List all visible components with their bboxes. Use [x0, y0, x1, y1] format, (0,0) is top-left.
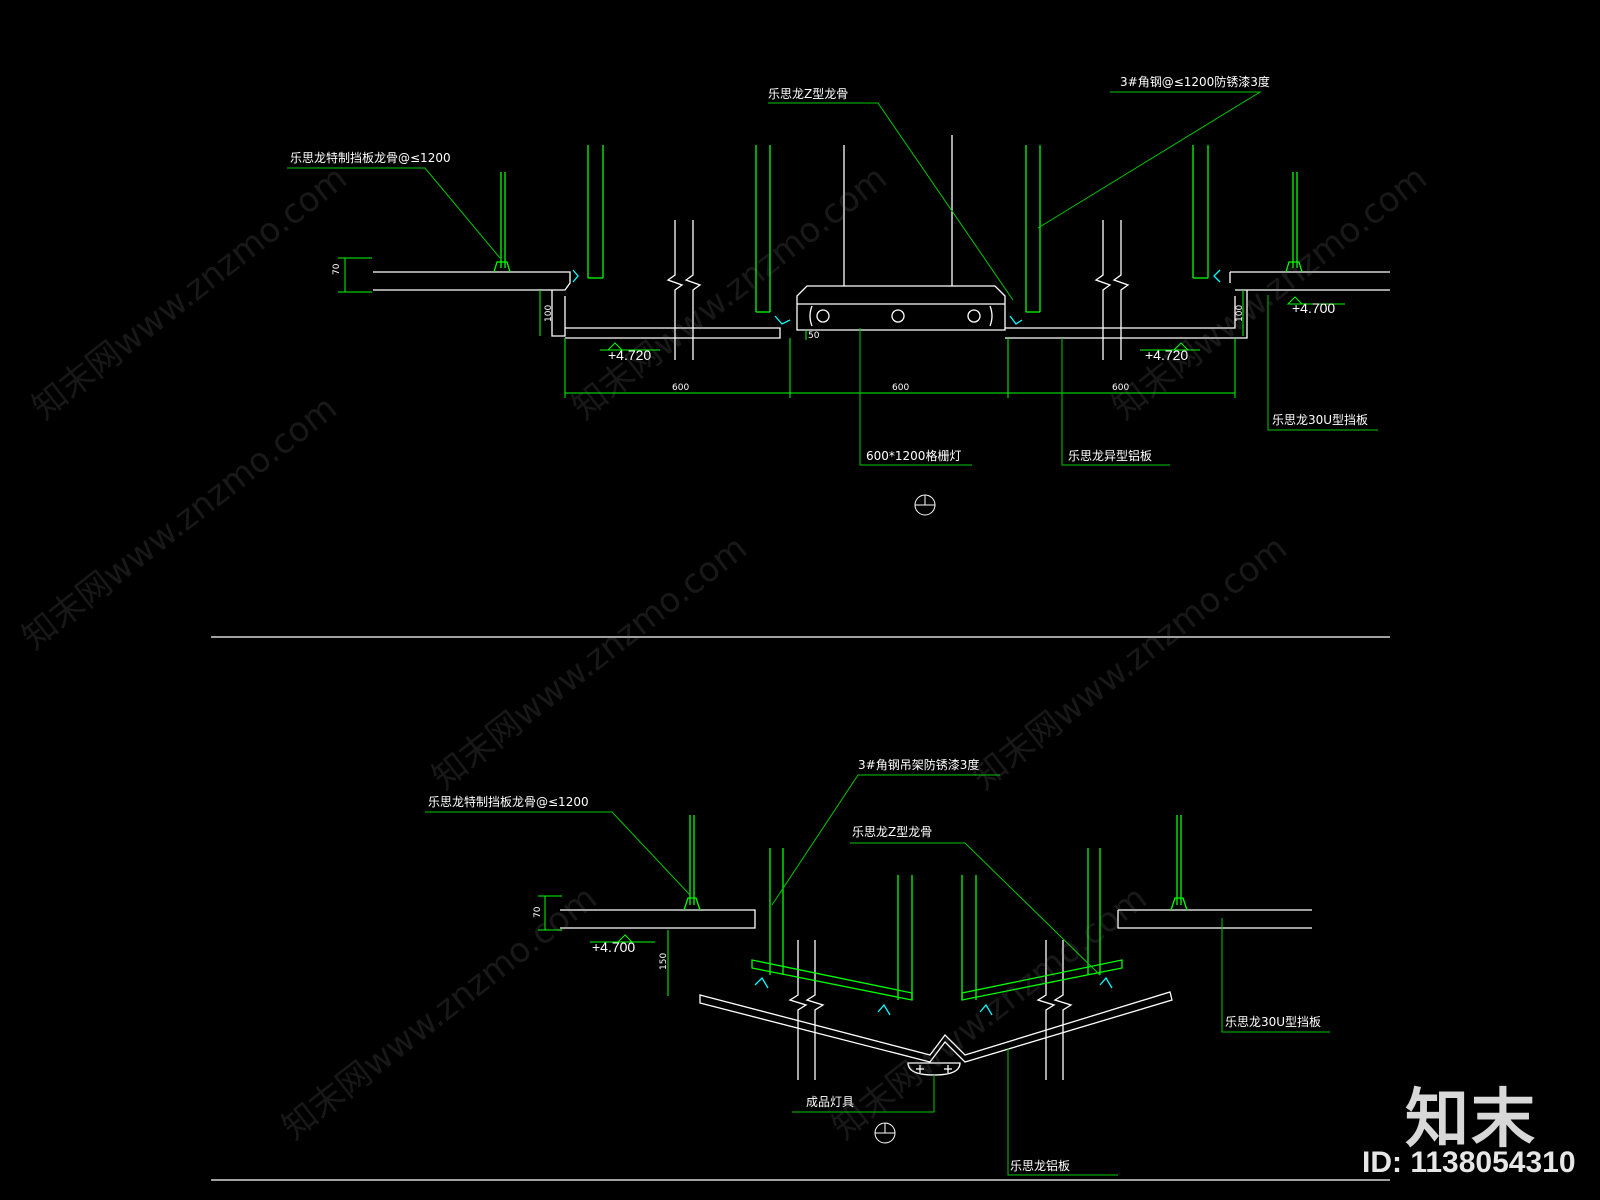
light-tube-3: [967, 309, 981, 323]
section-b: [560, 815, 1312, 1080]
elevation-4700-right: +4.700: [1292, 300, 1335, 316]
label-special-keel: 乐思龙特制挡板龙骨@≤1200: [290, 150, 451, 165]
section-b-symbol: [874, 1122, 896, 1144]
watermark-logo: 知末: [1405, 1083, 1537, 1157]
dim-100-left: 100: [544, 305, 554, 322]
section-a-leaders: [287, 91, 1378, 466]
light-tube-2: [891, 309, 905, 323]
label-grille-light: 600*1200格栅灯: [866, 448, 961, 463]
dim-70-b: 70: [533, 906, 543, 918]
section-a-labels: 乐思龙特制挡板龙骨@≤1200 乐思龙Z型龙骨 3#角钢@≤1200防锈漆3度 …: [290, 74, 1368, 463]
label-lamp: 成品灯具: [806, 1095, 854, 1109]
light-tube-1: [816, 309, 830, 323]
watermark-id: ID: 1138054310: [1362, 1146, 1576, 1179]
left-clip-detail: [572, 269, 579, 283]
right-column-break: [1094, 220, 1130, 360]
dim-600-mid: 600: [892, 383, 909, 393]
left-column-break: [666, 220, 702, 360]
right-ceiling-board-b: [1117, 909, 1312, 929]
left-step-profile: [551, 290, 781, 339]
dim-50: 50: [808, 331, 820, 341]
left-keel-clip: [493, 261, 511, 273]
label-u-baffle-b: 乐思龙30U型挡板: [1225, 1015, 1321, 1029]
left-ceiling-board-b: [560, 909, 756, 929]
section-a-symbol: [914, 494, 936, 516]
section-a-elevations: [600, 296, 1345, 351]
right-ceiling-board: [1229, 271, 1390, 291]
label-special-panel: 乐思龙异型铝板: [1068, 448, 1152, 463]
right-column-b: [1036, 940, 1073, 1080]
left-ceiling-board: [373, 271, 571, 291]
label-special-keel-b: 乐思龙特制挡板龙骨@≤1200: [428, 794, 589, 809]
section-b-dimensions: [538, 895, 669, 996]
v-panel-profile: [699, 991, 1173, 1063]
section-a-dim-text: 70 100 100 50 600 600 600: [332, 263, 1245, 393]
dim-600-right: 600: [1112, 383, 1129, 393]
right-step-profile: [1005, 290, 1248, 339]
dim-600-left: 600: [672, 383, 689, 393]
section-a-dimensions: [338, 257, 1244, 398]
section-b-labels: 乐思龙特制挡板龙骨@≤1200 3#角钢吊架防锈漆3度 乐思龙Z型龙骨 乐思龙3…: [428, 757, 1321, 1173]
section-a: [373, 135, 1390, 360]
lamp-fixture: [907, 1062, 961, 1076]
dim-100-right: 100: [1235, 305, 1245, 322]
label-z-keel: 乐思龙Z型龙骨: [768, 87, 848, 101]
label-angle-steel: 3#角钢@≤1200防锈漆3度: [1120, 74, 1270, 89]
grille-light-fixture: [796, 285, 1006, 331]
label-u-baffle: 乐思龙30U型挡板: [1272, 413, 1368, 427]
left-column-b: [788, 940, 825, 1080]
dim-150-b: 150: [659, 953, 669, 970]
elevation-4700-b: +4.700: [592, 939, 635, 955]
label-angle-steel-b: 3#角钢吊架防锈漆3度: [858, 757, 979, 772]
dim-70: 70: [332, 263, 342, 275]
label-panel-b: 乐思龙铝板: [1010, 1158, 1070, 1173]
elevation-4720-left: +4.720: [608, 347, 651, 363]
section-b-leaders: [425, 774, 1330, 1176]
elevation-4720-right: +4.720: [1145, 347, 1188, 363]
label-z-keel-b: 乐思龙Z型龙骨: [852, 825, 932, 839]
